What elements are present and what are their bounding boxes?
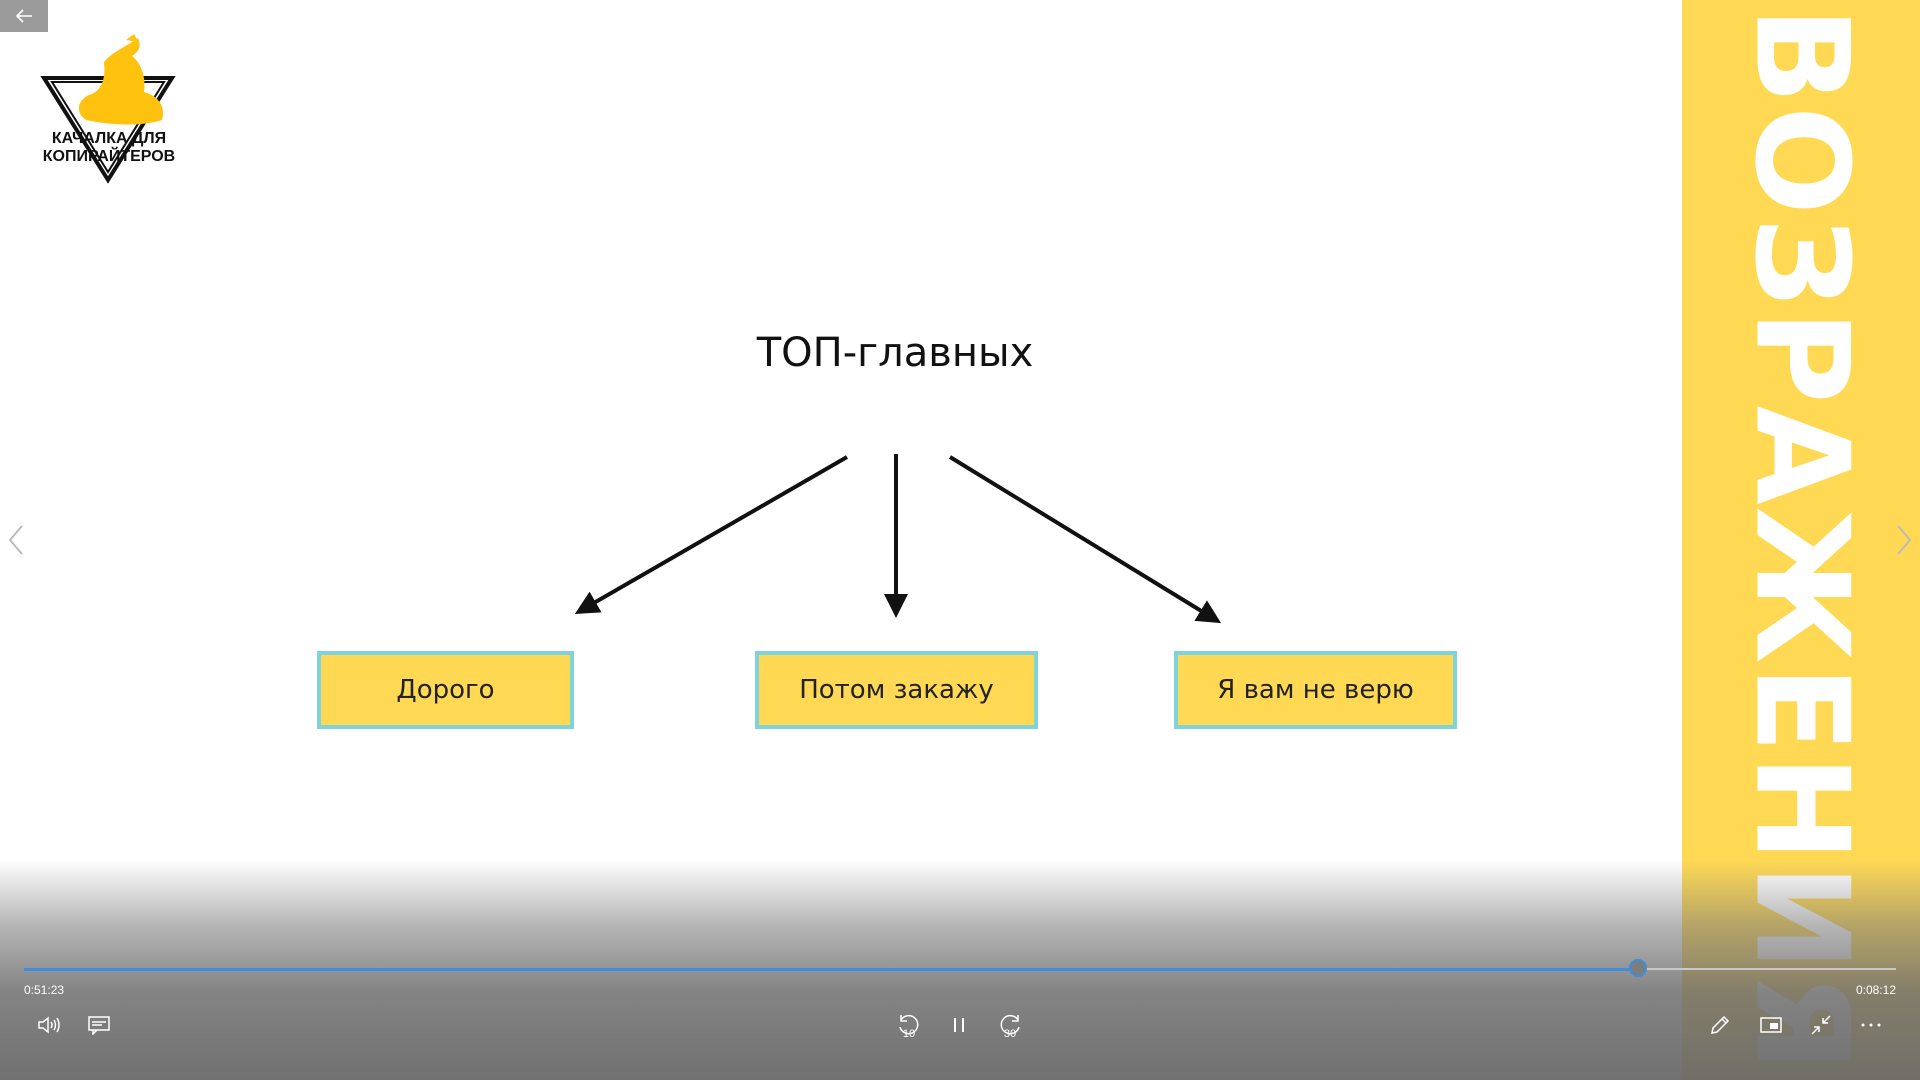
logo-icon — [40, 34, 176, 184]
previous-slide-chevron-icon[interactable] — [2, 520, 32, 560]
pen-icon — [1711, 1015, 1730, 1034]
objection-box-distrust: Я вам не верю — [1174, 651, 1457, 729]
exit-fullscreen-icon — [1811, 1015, 1831, 1035]
back-button[interactable] — [0, 0, 48, 32]
back-arrow-icon — [15, 9, 32, 23]
pause-button[interactable] — [942, 1008, 976, 1042]
skip-forward-button[interactable]: 30 — [993, 1008, 1027, 1042]
skip-back-label: 10 — [902, 1028, 916, 1040]
slide-heading: ТОП-главных — [756, 330, 1034, 376]
captions-button[interactable] — [82, 1008, 116, 1042]
seek-bar-thumb[interactable] — [1628, 959, 1647, 977]
volume-button[interactable] — [32, 1008, 66, 1042]
miniview-button[interactable] — [1754, 1008, 1788, 1042]
time-remaining: 0:08:12 — [1855, 983, 1896, 997]
forward-30-icon — [1000, 1014, 1020, 1035]
exit-fullscreen-button[interactable] — [1804, 1008, 1838, 1042]
rewind-10-icon — [899, 1014, 919, 1035]
arrow-left — [574, 455, 848, 614]
objection-box-expensive: Дорого — [317, 651, 574, 729]
logo-text-line2: КОПИРАЙТЕРОВ — [42, 148, 176, 165]
volume-icon — [38, 1016, 60, 1034]
logo-text: КАЧАЛКА ДЛЯ КОПИРАЙТЕРОВ — [34, 130, 184, 166]
objection-box-later: Потом закажу — [755, 651, 1038, 729]
seek-bar-progress — [24, 968, 1638, 971]
skip-forward-label: 30 — [1003, 1028, 1017, 1040]
time-elapsed: 0:51:23 — [24, 983, 65, 997]
skip-back-button[interactable]: 10 — [892, 1008, 926, 1042]
seek-bar[interactable] — [24, 968, 1896, 971]
more-options-button[interactable] — [1854, 1008, 1888, 1042]
logo-text-line1: КАЧАЛКА ДЛЯ — [51, 130, 167, 147]
miniview-icon — [1760, 1017, 1782, 1033]
next-slide-chevron-icon[interactable] — [1888, 520, 1918, 560]
pause-icon — [954, 1018, 964, 1032]
draw-button[interactable] — [1703, 1008, 1737, 1042]
more-dots-icon — [1861, 1023, 1881, 1027]
arrow-right — [948, 455, 1222, 624]
captions-icon — [88, 1016, 110, 1035]
